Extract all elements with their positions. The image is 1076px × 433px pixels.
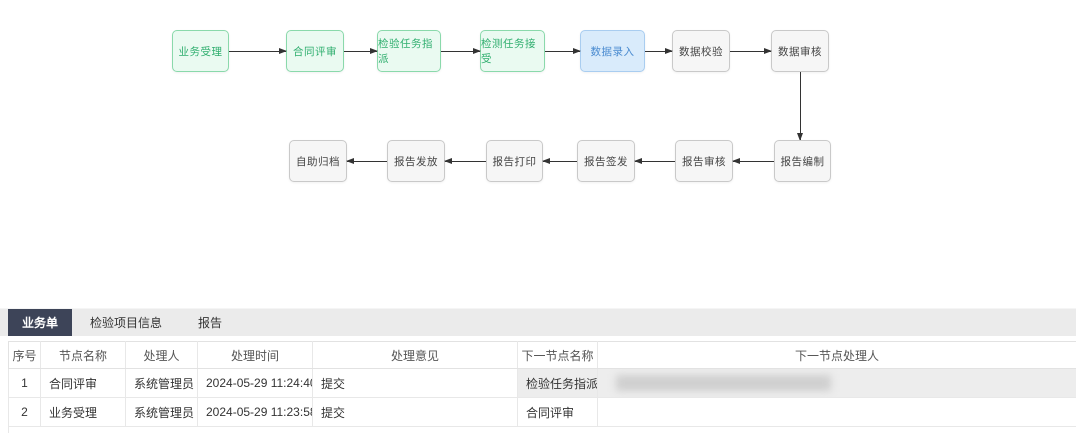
cell-node-name: 业务受理 — [40, 397, 126, 427]
cell-next-node: 检验任务指派 — [517, 368, 598, 398]
flow-node-report-audit[interactable]: 报告审核 — [675, 140, 733, 182]
tab-business-order[interactable]: 业务单 — [8, 309, 73, 336]
arrow-right-icon — [344, 48, 378, 54]
col-next-handler: 下一节点处理人 — [597, 341, 1076, 369]
cell-node-name: 合同评审 — [40, 368, 126, 398]
cell-next-node: 合同评审 — [517, 397, 598, 427]
arrow-right-icon — [730, 48, 772, 54]
flow-node-report-print[interactable]: 报告打印 — [486, 140, 543, 182]
table-row[interactable]: 2 业务受理 系统管理员 2024-05-29 11:23:58 提交 合同评审 — [8, 397, 1076, 427]
arrow-left-icon — [346, 158, 387, 164]
flow-node-data-entry[interactable]: 数据录入 — [580, 30, 645, 72]
tab-bar: 业务单 检验项目信息 报告 — [0, 308, 1076, 336]
cell-seq: 1 — [8, 368, 41, 398]
flow-node-task-assign[interactable]: 检验任务指派 — [377, 30, 441, 72]
tab-report[interactable]: 报告 — [198, 316, 223, 330]
col-time: 处理时间 — [197, 341, 313, 369]
arrow-right-icon — [229, 48, 287, 54]
arrow-left-icon — [732, 158, 774, 164]
table-header-row: 序号 节点名称 处理人 处理时间 处理意见 下一节点名称 下一节点处理人 — [8, 341, 1076, 369]
col-next-node: 下一节点名称 — [517, 341, 598, 369]
col-node-name: 节点名称 — [40, 341, 126, 369]
table-row[interactable]: 1 合同评审 系统管理员 2024-05-29 11:24:40 提交 检验任务… — [8, 368, 1076, 398]
flow-node-self-archive[interactable]: 自助归档 — [289, 140, 347, 182]
redacted-text — [616, 375, 831, 391]
col-handler: 处理人 — [125, 341, 198, 369]
flow-node-data-check[interactable]: 数据校验 — [672, 30, 730, 72]
arrow-right-icon — [545, 48, 581, 54]
col-seq: 序号 — [8, 341, 41, 369]
cell-time: 2024-05-29 11:23:58 — [197, 397, 313, 427]
flow-node-report-issue[interactable]: 报告发放 — [387, 140, 445, 182]
cell-seq: 2 — [8, 397, 41, 427]
cell-handler: 系统管理员 — [125, 368, 198, 398]
cell-opinion: 提交 — [312, 368, 518, 398]
arrow-left-icon — [634, 158, 675, 164]
flow-node-contract-review[interactable]: 合同评审 — [286, 30, 344, 72]
cell-handler: 系统管理员 — [125, 397, 198, 427]
table-left-border — [8, 426, 9, 433]
cell-opinion: 提交 — [312, 397, 518, 427]
cell-next-handler — [597, 397, 1076, 427]
tab-inspection-items[interactable]: 检验项目信息 — [90, 316, 163, 330]
arrow-left-icon — [444, 158, 486, 164]
flow-node-business-accept[interactable]: 业务受理 — [172, 30, 229, 72]
col-opinion: 处理意见 — [312, 341, 518, 369]
arrow-right-icon — [645, 48, 673, 54]
flow-node-report-sign[interactable]: 报告签发 — [577, 140, 635, 182]
arrow-down-icon — [797, 72, 803, 141]
cell-next-handler — [597, 368, 1076, 398]
flow-node-data-audit[interactable]: 数据审核 — [771, 30, 829, 72]
cell-time: 2024-05-29 11:24:40 — [197, 368, 313, 398]
arrow-left-icon — [542, 158, 577, 164]
flow-node-report-compile[interactable]: 报告编制 — [774, 140, 831, 182]
process-history-table: 序号 节点名称 处理人 处理时间 处理意见 下一节点名称 下一节点处理人 1 合… — [8, 341, 1076, 427]
flow-node-task-accept[interactable]: 检测任务接受 — [480, 30, 545, 72]
workflow-diagram: 业务受理 合同评审 检验任务指派 检测任务接受 数据录入 数据校验 数据审核 自… — [172, 30, 831, 182]
arrow-right-icon — [441, 48, 481, 54]
